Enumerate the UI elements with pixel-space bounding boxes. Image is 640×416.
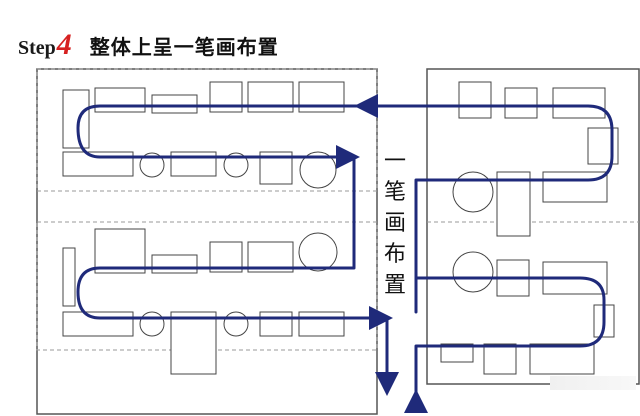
equipment-box <box>298 311 345 337</box>
equipment-box <box>170 311 217 375</box>
left-zone-top <box>36 68 378 192</box>
step-number: 4 <box>56 28 72 61</box>
equipment-box <box>496 171 531 237</box>
step-title: Step 4 整体上呈一笔画布置 <box>18 28 279 61</box>
flow-segment-connector <box>76 155 393 330</box>
vertical-label-char: 布 <box>383 242 406 267</box>
equipment-circle <box>139 311 165 337</box>
vertical-label-char: 置 <box>383 273 406 298</box>
equipment-circle <box>452 251 494 293</box>
equipment-circle <box>223 152 249 178</box>
equipment-box <box>94 87 146 113</box>
vertical-label-char: 画 <box>383 211 406 236</box>
equipment-circle <box>452 171 494 213</box>
equipment-box <box>542 171 608 203</box>
equipment-box <box>151 254 198 274</box>
step-word: Step <box>18 37 56 59</box>
equipment-box <box>151 94 198 114</box>
equipment-circle <box>139 152 165 178</box>
flow-segment-right-top <box>354 94 614 314</box>
right-building <box>426 68 640 385</box>
equipment-box <box>529 343 595 375</box>
equipment-box <box>504 87 538 119</box>
vertical-label: 一 笔 画 布 置 <box>380 146 410 301</box>
right-bottom-equipment <box>440 251 615 375</box>
equipment-box <box>62 89 90 149</box>
flow-segment-left-top <box>76 104 364 169</box>
equipment-box <box>440 343 474 363</box>
equipment-circle <box>298 232 338 272</box>
equipment-circle <box>299 151 337 189</box>
equipment-box <box>62 247 76 307</box>
left-top-equipment <box>62 81 345 189</box>
equipment-box <box>458 81 492 119</box>
title-heading: 整体上呈一笔画布置 <box>89 35 279 59</box>
equipment-box <box>552 87 606 119</box>
equipment-box <box>94 228 146 274</box>
equipment-box <box>62 311 134 337</box>
flow-segment-right-bottom <box>404 276 606 413</box>
equipment-box <box>259 311 293 337</box>
watermark-area <box>550 376 636 390</box>
right-top-equipment <box>452 81 619 237</box>
left-bottom-equipment <box>62 228 345 375</box>
equipment-circle <box>223 311 249 337</box>
vertical-label-char: 笔 <box>383 180 406 205</box>
equipment-box <box>483 343 517 375</box>
vertical-label-char: 一 <box>383 149 406 174</box>
flow-path <box>76 94 614 413</box>
